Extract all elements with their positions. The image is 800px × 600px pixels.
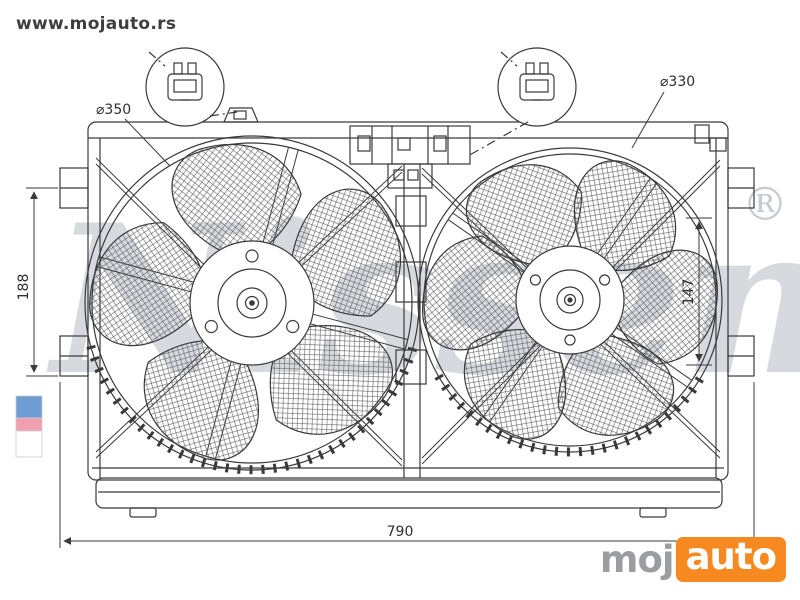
left-fan [84,135,420,475]
right-fan-blades [422,160,718,440]
right-fan-scallops [434,373,706,457]
left-fan-blades [89,143,402,461]
site-url-watermark: www.mojauto.rs [16,14,177,34]
connector-icon [167,62,203,101]
left-fan-scallops [86,344,418,475]
left-diameter-leader [124,118,171,167]
left-connector-callout [145,47,238,127]
right-fan [417,147,723,457]
mounting-tabs [59,167,755,377]
right-fan-hub [515,245,625,355]
right-diameter-leader [631,91,665,149]
logo-suffix: auto [675,537,786,582]
right-connector-callout [467,47,577,157]
left-callout-leader [209,111,238,117]
center-top-bracket [349,125,471,189]
registered-trademark-icon: ® [742,177,788,231]
right-callout-leader [467,121,529,157]
radiator-color-stripes [15,395,43,458]
logo-prefix: moj [599,538,675,582]
left-fan-diameter-label: ⌀350 [96,102,131,118]
top-right-bracket [694,124,727,152]
left-fan-hub [189,240,315,366]
fan-assembly-drawing [26,47,755,548]
left-height-label: 188 [16,274,32,301]
bottom-tank [95,477,723,518]
connector-icon [519,62,555,101]
dimension-labels: ⌀350 ⌀330 188 147 790 [16,74,697,540]
right-fan-diameter-label: ⌀330 [660,74,695,90]
top-left-bracket [223,107,259,123]
dimension-annotations [26,91,755,548]
right-height-label: 147 [681,279,697,306]
mojauto-logo: moj auto [600,537,786,582]
overall-width-label: 790 [387,524,414,540]
